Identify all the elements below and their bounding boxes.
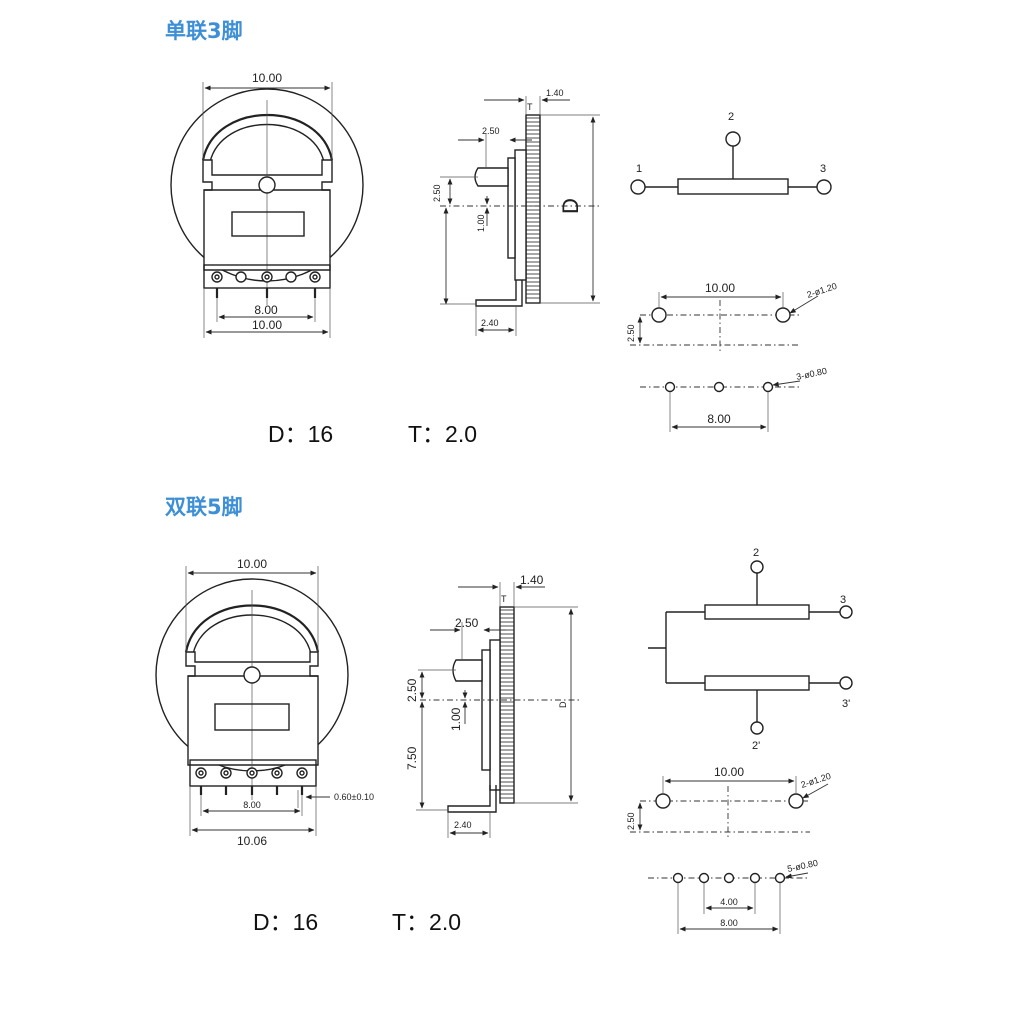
knurled-wheel <box>525 114 541 304</box>
dim-thickness-label: 1.40 <box>520 573 544 587</box>
footprint-single: 10.00 2-ø1.20 2.50 8.00 3-ø0.80 <box>626 281 838 432</box>
shaft-hole <box>258 176 276 194</box>
pin-hole <box>698 872 710 884</box>
knurl-lines <box>500 609 514 799</box>
arc-clip <box>201 113 334 161</box>
housing-side <box>489 639 501 791</box>
dim-height-b-label: 1.00 <box>449 707 463 731</box>
pin-hole <box>664 381 676 393</box>
spec-t: T：2.0 <box>392 909 461 935</box>
section-dual: 双联5脚 <box>155 495 853 935</box>
dim-top-width-label: 10.00 <box>237 557 267 571</box>
dim-top-width-label: 10.00 <box>252 71 282 85</box>
dim-bottom-width-label: 10.00 <box>252 318 282 332</box>
window-slot <box>214 703 290 731</box>
mount-hole-label: 2-ø1.20 <box>800 771 833 790</box>
schematic-dual: 2 3 3' 2' <box>648 547 853 752</box>
dim-pin-spacing-footprint-label: 8.00 <box>720 918 738 928</box>
pin-label-2: 2 <box>753 547 759 559</box>
spec-d: D：16 <box>268 421 333 447</box>
dim-height-a-label: 2.50 <box>405 678 419 702</box>
pin-hole-label: 3-ø0.80 <box>795 366 827 382</box>
mount-foot <box>475 280 523 307</box>
side-view-single: 1.40 T 2.50 2.50 1.00 D 2.40 <box>432 88 600 336</box>
section-title-dual: 双联5脚 <box>165 495 243 519</box>
t-marker: T <box>501 594 507 604</box>
dim-pin-spacing-label: 8.00 <box>243 800 261 810</box>
dim-inner-spacing-label: 4.00 <box>720 897 738 907</box>
pin-hole <box>713 381 725 393</box>
dim-bottom-width-label: 10.06 <box>237 834 267 848</box>
shaft-stub <box>452 659 483 682</box>
pin-label-3prime: 3' <box>842 698 850 710</box>
pin-circle-2 <box>750 560 764 574</box>
dim-foot-label: 2.40 <box>454 820 472 830</box>
t-marker: T <box>527 102 533 112</box>
dim-pin-spacing-label: 8.00 <box>254 303 278 317</box>
pin-circle-3prime <box>839 676 853 690</box>
pin-hole <box>672 872 684 884</box>
resistor-body-top <box>704 604 810 620</box>
pin-hole <box>762 381 774 393</box>
side-view-dual: 1.40 T 2.50 2.50 1.00 7.50 D 2.40 <box>405 573 580 838</box>
pin-holes <box>195 767 308 779</box>
spec-d: D：16 <box>253 909 318 935</box>
mount-hole-label: 2-ø1.20 <box>806 281 839 300</box>
dim-shaft-offset-label: 2.50 <box>455 616 479 630</box>
pin-label-2prime: 2' <box>752 740 760 752</box>
dim-pin-spacing-footprint-label: 8.00 <box>707 412 731 426</box>
dim-diameter-label: D <box>558 198 583 214</box>
pin-label-3: 3 <box>840 594 846 606</box>
front-view-single: 10.00 8.00 10.00 <box>170 71 364 338</box>
resistor-body-bottom <box>704 675 810 691</box>
pin-label-1: 1 <box>636 163 642 175</box>
pin-circle-3 <box>816 179 832 195</box>
mount-hole-left <box>651 307 667 323</box>
dim-height-a-label: 2.50 <box>432 184 442 202</box>
mount-foot <box>447 785 497 813</box>
spec-t: T：2.0 <box>408 421 477 447</box>
pin-tolerance-label: 0.60±0.10 <box>334 792 374 802</box>
pin-holes <box>211 271 321 283</box>
section-title-single: 单联3脚 <box>165 19 243 43</box>
knurl-lines <box>526 117 540 299</box>
pin-circle-1 <box>630 179 646 195</box>
shaft-hole <box>243 666 261 684</box>
front-view-dual: 10.00 8.00 0.60±0.10 10.06 <box>155 557 374 848</box>
pin-hole <box>749 872 761 884</box>
dim-shaft-offset-label: 2.50 <box>482 126 500 136</box>
section-single: 单联3脚 10.00 <box>165 19 838 447</box>
schematic-single: 1 2 3 <box>630 111 832 195</box>
dim-foot-label: 2.40 <box>481 318 499 328</box>
pin-hole <box>774 872 786 884</box>
pin-label-2: 2 <box>728 111 734 123</box>
housing-side <box>514 149 527 281</box>
pin-circle-2prime <box>750 721 764 735</box>
pin-circle-2 <box>725 131 741 147</box>
dim-row-offset-label: 2.50 <box>626 324 636 342</box>
window-slot <box>231 211 305 237</box>
dim-diameter-label: D <box>558 701 568 708</box>
dim-row-offset-label: 2.50 <box>626 812 636 830</box>
dim-height-c-label: 7.50 <box>405 746 419 770</box>
pin-hole <box>723 872 735 884</box>
dim-mount-spacing-label: 10.00 <box>705 281 735 295</box>
dim-height-b-label: 1.00 <box>476 214 486 232</box>
pin-label-3: 3 <box>820 163 826 175</box>
pin-circle-3 <box>839 605 853 619</box>
resistor-body <box>677 178 789 195</box>
mount-hole-left <box>655 793 671 809</box>
footprint-dual: 10.00 2-ø1.20 2.50 4.00 8.00 5-ø0.80 <box>626 765 832 934</box>
dim-thickness-label: 1.40 <box>546 88 564 98</box>
pin-hole-label: 5-ø0.80 <box>786 858 818 874</box>
mount-hole-right <box>775 307 791 323</box>
mount-hole-right <box>788 793 804 809</box>
dim-mount-spacing-label: 10.00 <box>714 765 744 779</box>
shaft-stub <box>474 167 509 187</box>
